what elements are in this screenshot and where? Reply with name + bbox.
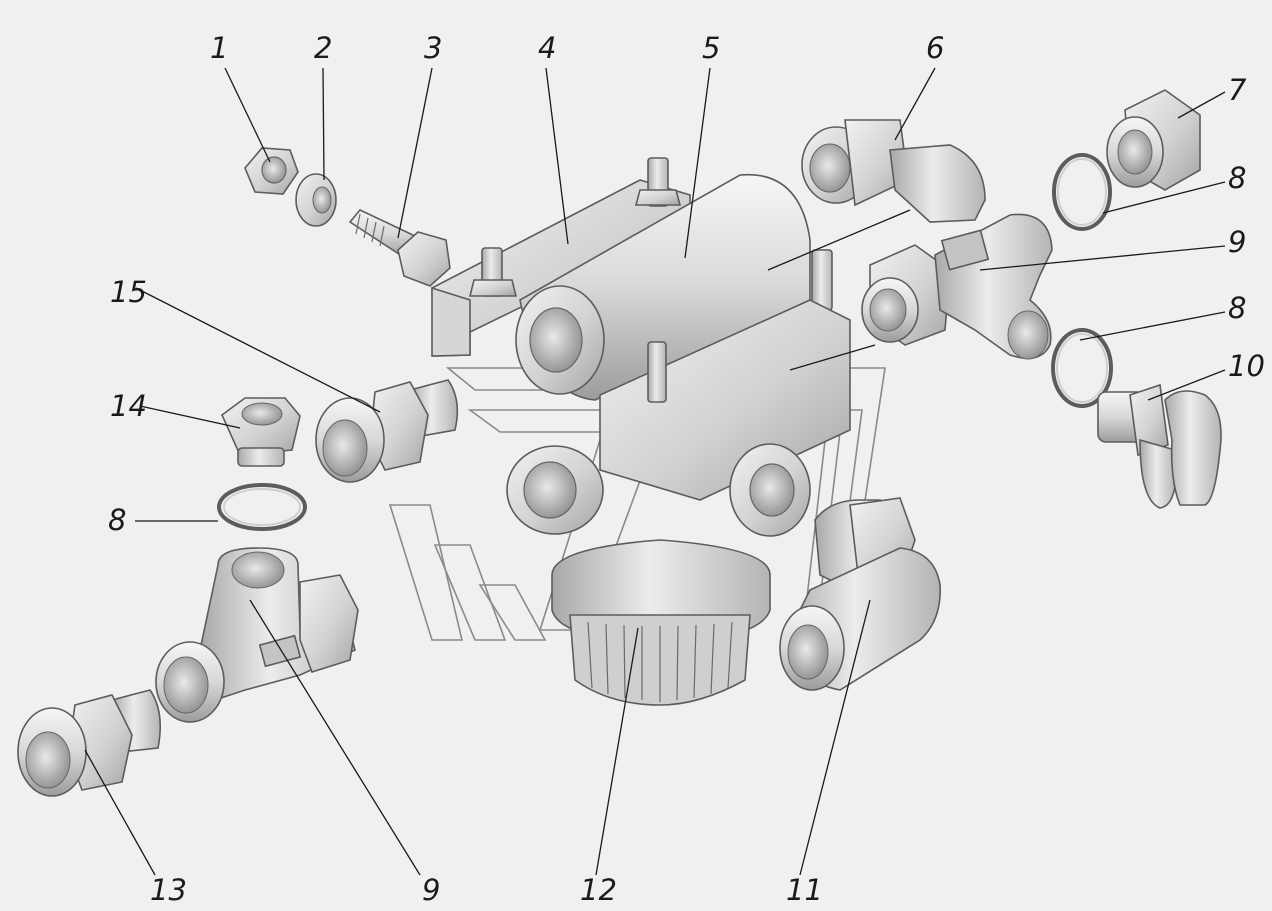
- leader-9-left: [249, 599, 421, 876]
- callout-14: 14: [110, 389, 147, 423]
- callout-2: 2: [314, 31, 332, 65]
- straight-fitting-part-15: [315, 379, 459, 483]
- callout-3: 3: [424, 31, 442, 65]
- leader-3: [397, 67, 433, 239]
- elbow-fitting-part-11: [779, 497, 941, 691]
- leader-2: [322, 67, 325, 181]
- adapter-part-14: [221, 397, 301, 467]
- callout-labels: 1 2 3 4 5 6 7 8 9 8 10 15 14 8 13 9 12 1…: [108, 31, 1265, 907]
- callout-15: 15: [110, 275, 147, 309]
- washer-part-2: [295, 173, 337, 227]
- leader-7: [1177, 91, 1226, 119]
- ring-part-8-lower: [217, 483, 307, 531]
- callout-8-lower: 8: [108, 503, 126, 537]
- callout-6: 6: [926, 31, 944, 65]
- leader-lines: [84, 67, 1226, 876]
- callout-10: 10: [1228, 349, 1265, 383]
- leader-8-upper: [1102, 181, 1226, 214]
- leader-15: [135, 287, 381, 413]
- leader-13: [84, 749, 156, 876]
- ring-part-8-middle: [1051, 328, 1113, 408]
- leader-14: [139, 405, 241, 429]
- hex-nut-part-1: [244, 147, 299, 195]
- callout-11: 11: [786, 873, 823, 907]
- callout-9-left: 9: [422, 873, 440, 907]
- callout-13: 13: [150, 873, 187, 907]
- callout-8-middle: 8: [1228, 291, 1246, 325]
- callout-1: 1: [210, 31, 228, 65]
- plug-part-7: [1106, 89, 1201, 191]
- leader-10: [1147, 369, 1226, 401]
- leader-1: [224, 67, 271, 163]
- leader-12: [595, 627, 639, 876]
- elbow-fitting-part-6: [801, 119, 986, 223]
- leader-6: [894, 67, 936, 141]
- leader-5: [684, 67, 711, 259]
- callout-9-right: 9: [1228, 225, 1246, 259]
- callout-12: 12: [580, 873, 617, 907]
- tee-fitting-part-9-right: [861, 213, 1053, 360]
- callout-8-upper: 8: [1228, 161, 1246, 195]
- valve-body: [431, 157, 851, 706]
- bolt-part-3: [348, 209, 451, 287]
- leader-8-middle: [1079, 311, 1226, 341]
- ring-part-8-upper: [1052, 153, 1112, 231]
- straight-fitting-part-13: [17, 689, 161, 797]
- callout-7: 7: [1228, 73, 1247, 107]
- callout-4: 4: [538, 31, 556, 65]
- leader-9-right: [979, 245, 1226, 271]
- leader-11: [799, 599, 871, 876]
- callout-5: 5: [702, 31, 720, 65]
- tee-fitting-part-9-left: [155, 547, 359, 723]
- leader-4: [545, 67, 569, 245]
- drain-valve-part-10: [1097, 383, 1222, 509]
